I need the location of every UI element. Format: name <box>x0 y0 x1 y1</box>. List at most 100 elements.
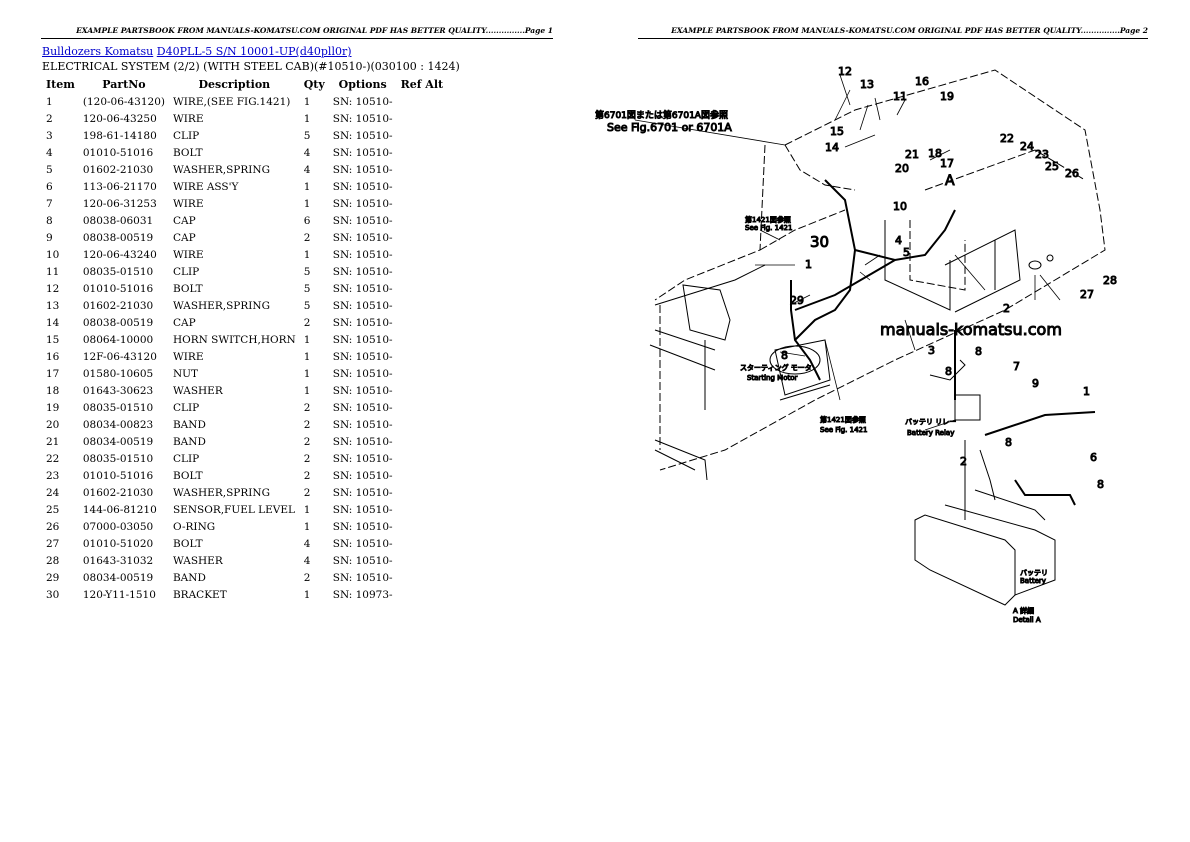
cell-item: 9 <box>46 231 53 244</box>
cell-partno: 08038-00519 <box>82 316 154 329</box>
cell-qty: 1 <box>303 503 311 516</box>
cell-options: SN: 10510- <box>332 112 393 125</box>
cell-options: SN: 10510- <box>332 180 393 193</box>
cell-options: SN: 10510- <box>332 231 393 244</box>
cell-qty: 2 <box>303 469 311 482</box>
cell-partno: 01010-51020 <box>82 537 154 550</box>
cell-desc: WIRE ASS'Y <box>172 180 239 193</box>
cell-item: 11 <box>46 265 60 278</box>
col-ref-alt: Ref Alt <box>400 78 444 91</box>
cell-ref <box>397 535 448 552</box>
cell-partno: (120-06-43120) <box>82 95 165 108</box>
cell-item: 5 <box>46 163 53 176</box>
cell-partno: 08038-00519 <box>82 231 154 244</box>
cell-partno: 120-06-43240 <box>82 248 157 261</box>
label-29: 29 <box>790 294 804 307</box>
watermark: manuals-komatsu.com <box>880 320 1062 339</box>
cell-desc: BOLT <box>172 282 203 295</box>
cell-ref <box>397 144 448 161</box>
table-header-row: Item PartNo Description Qty Options Ref … <box>42 76 447 93</box>
cell-qty: 1 <box>303 350 311 363</box>
cell-desc: CLIP <box>172 265 200 278</box>
cell-qty: 1 <box>303 588 311 601</box>
label-8d: 8 <box>1005 436 1012 449</box>
cell-item: 15 <box>46 333 60 346</box>
label-8e: 8 <box>1097 478 1104 491</box>
label-30: 30 <box>810 233 829 251</box>
cell-desc: WIRE <box>172 112 204 125</box>
cell-partno: 144-06-81210 <box>82 503 157 516</box>
cell-options: SN: 10510- <box>332 554 393 567</box>
cell-ref <box>397 93 448 110</box>
cell-partno: 08064-10000 <box>82 333 154 346</box>
label-1b: 1 <box>1083 385 1090 398</box>
cell-ref <box>397 331 448 348</box>
cell-qty: 1 <box>303 333 311 346</box>
cell-partno: 08034-00823 <box>82 418 154 431</box>
cell-desc: BRACKET <box>172 588 227 601</box>
battery-box <box>884 220 1021 313</box>
cell-partno: 120-06-31253 <box>82 197 157 210</box>
cell-qty: 6 <box>303 214 311 227</box>
leader-lines <box>634 74 1061 431</box>
cell-ref <box>397 297 448 314</box>
cell-qty: 5 <box>303 265 311 278</box>
cell-partno: 08035-01510 <box>82 452 154 465</box>
cell-desc: WIRE,(SEE FIG.1421) <box>172 95 291 108</box>
cell-options: SN: 10973- <box>332 588 393 601</box>
cell-qty: 4 <box>303 146 311 159</box>
col-qty: Qty <box>303 78 325 91</box>
cell-partno: 12F-06-43120 <box>82 350 157 363</box>
cell-options: SN: 10510- <box>332 367 393 380</box>
cell-qty: 5 <box>303 282 311 295</box>
see-fig-1421-jp-a: 第1421図参照 <box>745 215 791 224</box>
label-3: 3 <box>928 344 935 357</box>
cell-options: SN: 10510- <box>332 299 393 312</box>
label-2b: 2 <box>960 455 967 468</box>
label-19: 19 <box>940 90 954 103</box>
cell-qty: 2 <box>303 418 311 431</box>
cell-ref <box>397 586 448 603</box>
cell-options: SN: 10510- <box>332 214 393 227</box>
cell-partno: 08038-06031 <box>82 214 154 227</box>
exploded-parts-diagram: 12 13 11 16 19 15 14 21 20 18 17 22 24 2… <box>595 50 1190 650</box>
cell-ref <box>397 246 448 263</box>
see-fig-1421-a: See Fig. 1421 <box>745 224 792 232</box>
cell-qty: 5 <box>303 299 311 312</box>
cell-ref <box>397 450 448 467</box>
breadcrumb-category-link[interactable]: Bulldozers Komatsu <box>42 45 154 58</box>
cell-desc: WASHER <box>172 384 223 397</box>
cell-qty: 1 <box>303 197 311 210</box>
cell-item: 14 <box>46 316 60 329</box>
cell-item: 30 <box>46 588 60 601</box>
label-14: 14 <box>825 141 839 154</box>
label-15: 15 <box>830 125 844 138</box>
label-20: 20 <box>895 162 909 175</box>
cell-qty: 1 <box>303 384 311 397</box>
cell-desc: WASHER,SPRING <box>172 486 270 499</box>
label-2: 2 <box>1003 302 1010 315</box>
label-9: 9 <box>1032 377 1039 390</box>
cell-desc: WIRE <box>172 350 204 363</box>
cell-desc: WASHER,SPRING <box>172 299 270 312</box>
breadcrumb-model-link[interactable]: D40PLL-5 S/N 10001-UP(d40pll0r) <box>156 45 352 58</box>
cell-qty: 1 <box>303 112 311 125</box>
label-24: 24 <box>1020 140 1034 153</box>
cell-qty: 2 <box>303 452 311 465</box>
cell-options: SN: 10510- <box>332 265 393 278</box>
cell-ref <box>397 178 448 195</box>
